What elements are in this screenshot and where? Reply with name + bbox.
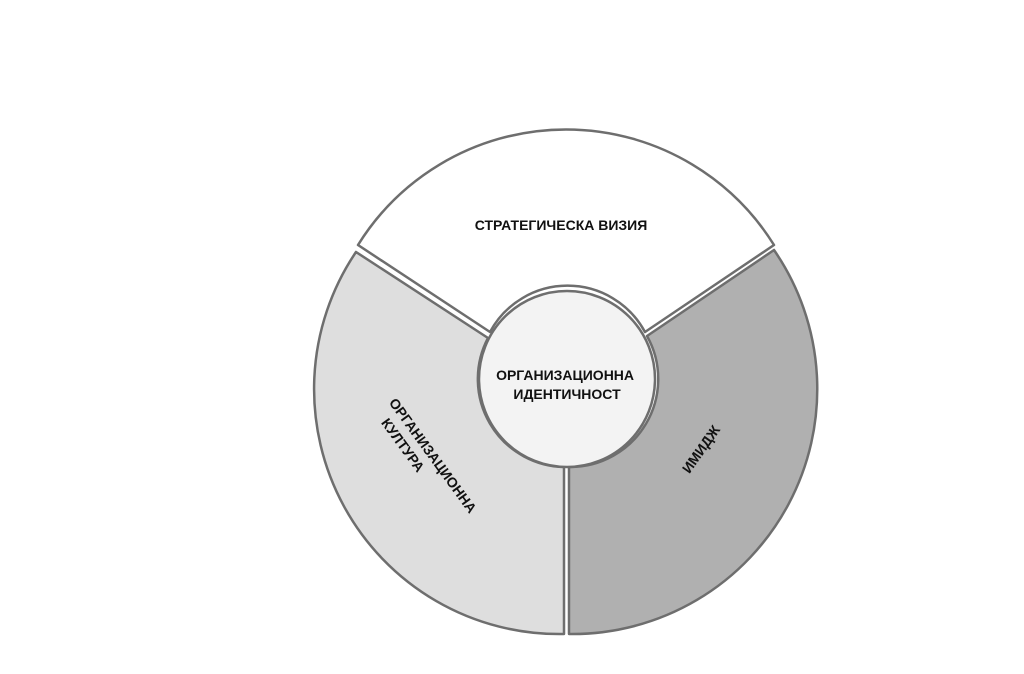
- strategic-vision-label: СТРАТЕГИЧЕСКА ВИЗИЯ: [475, 217, 648, 233]
- center-label-line-2: ИДЕНТИЧНОСТ: [513, 386, 621, 402]
- center-label-line-1: ОРГАНИЗАЦИОННА: [496, 367, 634, 383]
- center-circle: [477, 289, 657, 469]
- center-label: ОРГАНИЗАЦИОННА ИДЕНТИЧНОСТ: [496, 367, 638, 402]
- segment-strategic-vision: [356, 128, 776, 334]
- segment-image: [567, 248, 819, 636]
